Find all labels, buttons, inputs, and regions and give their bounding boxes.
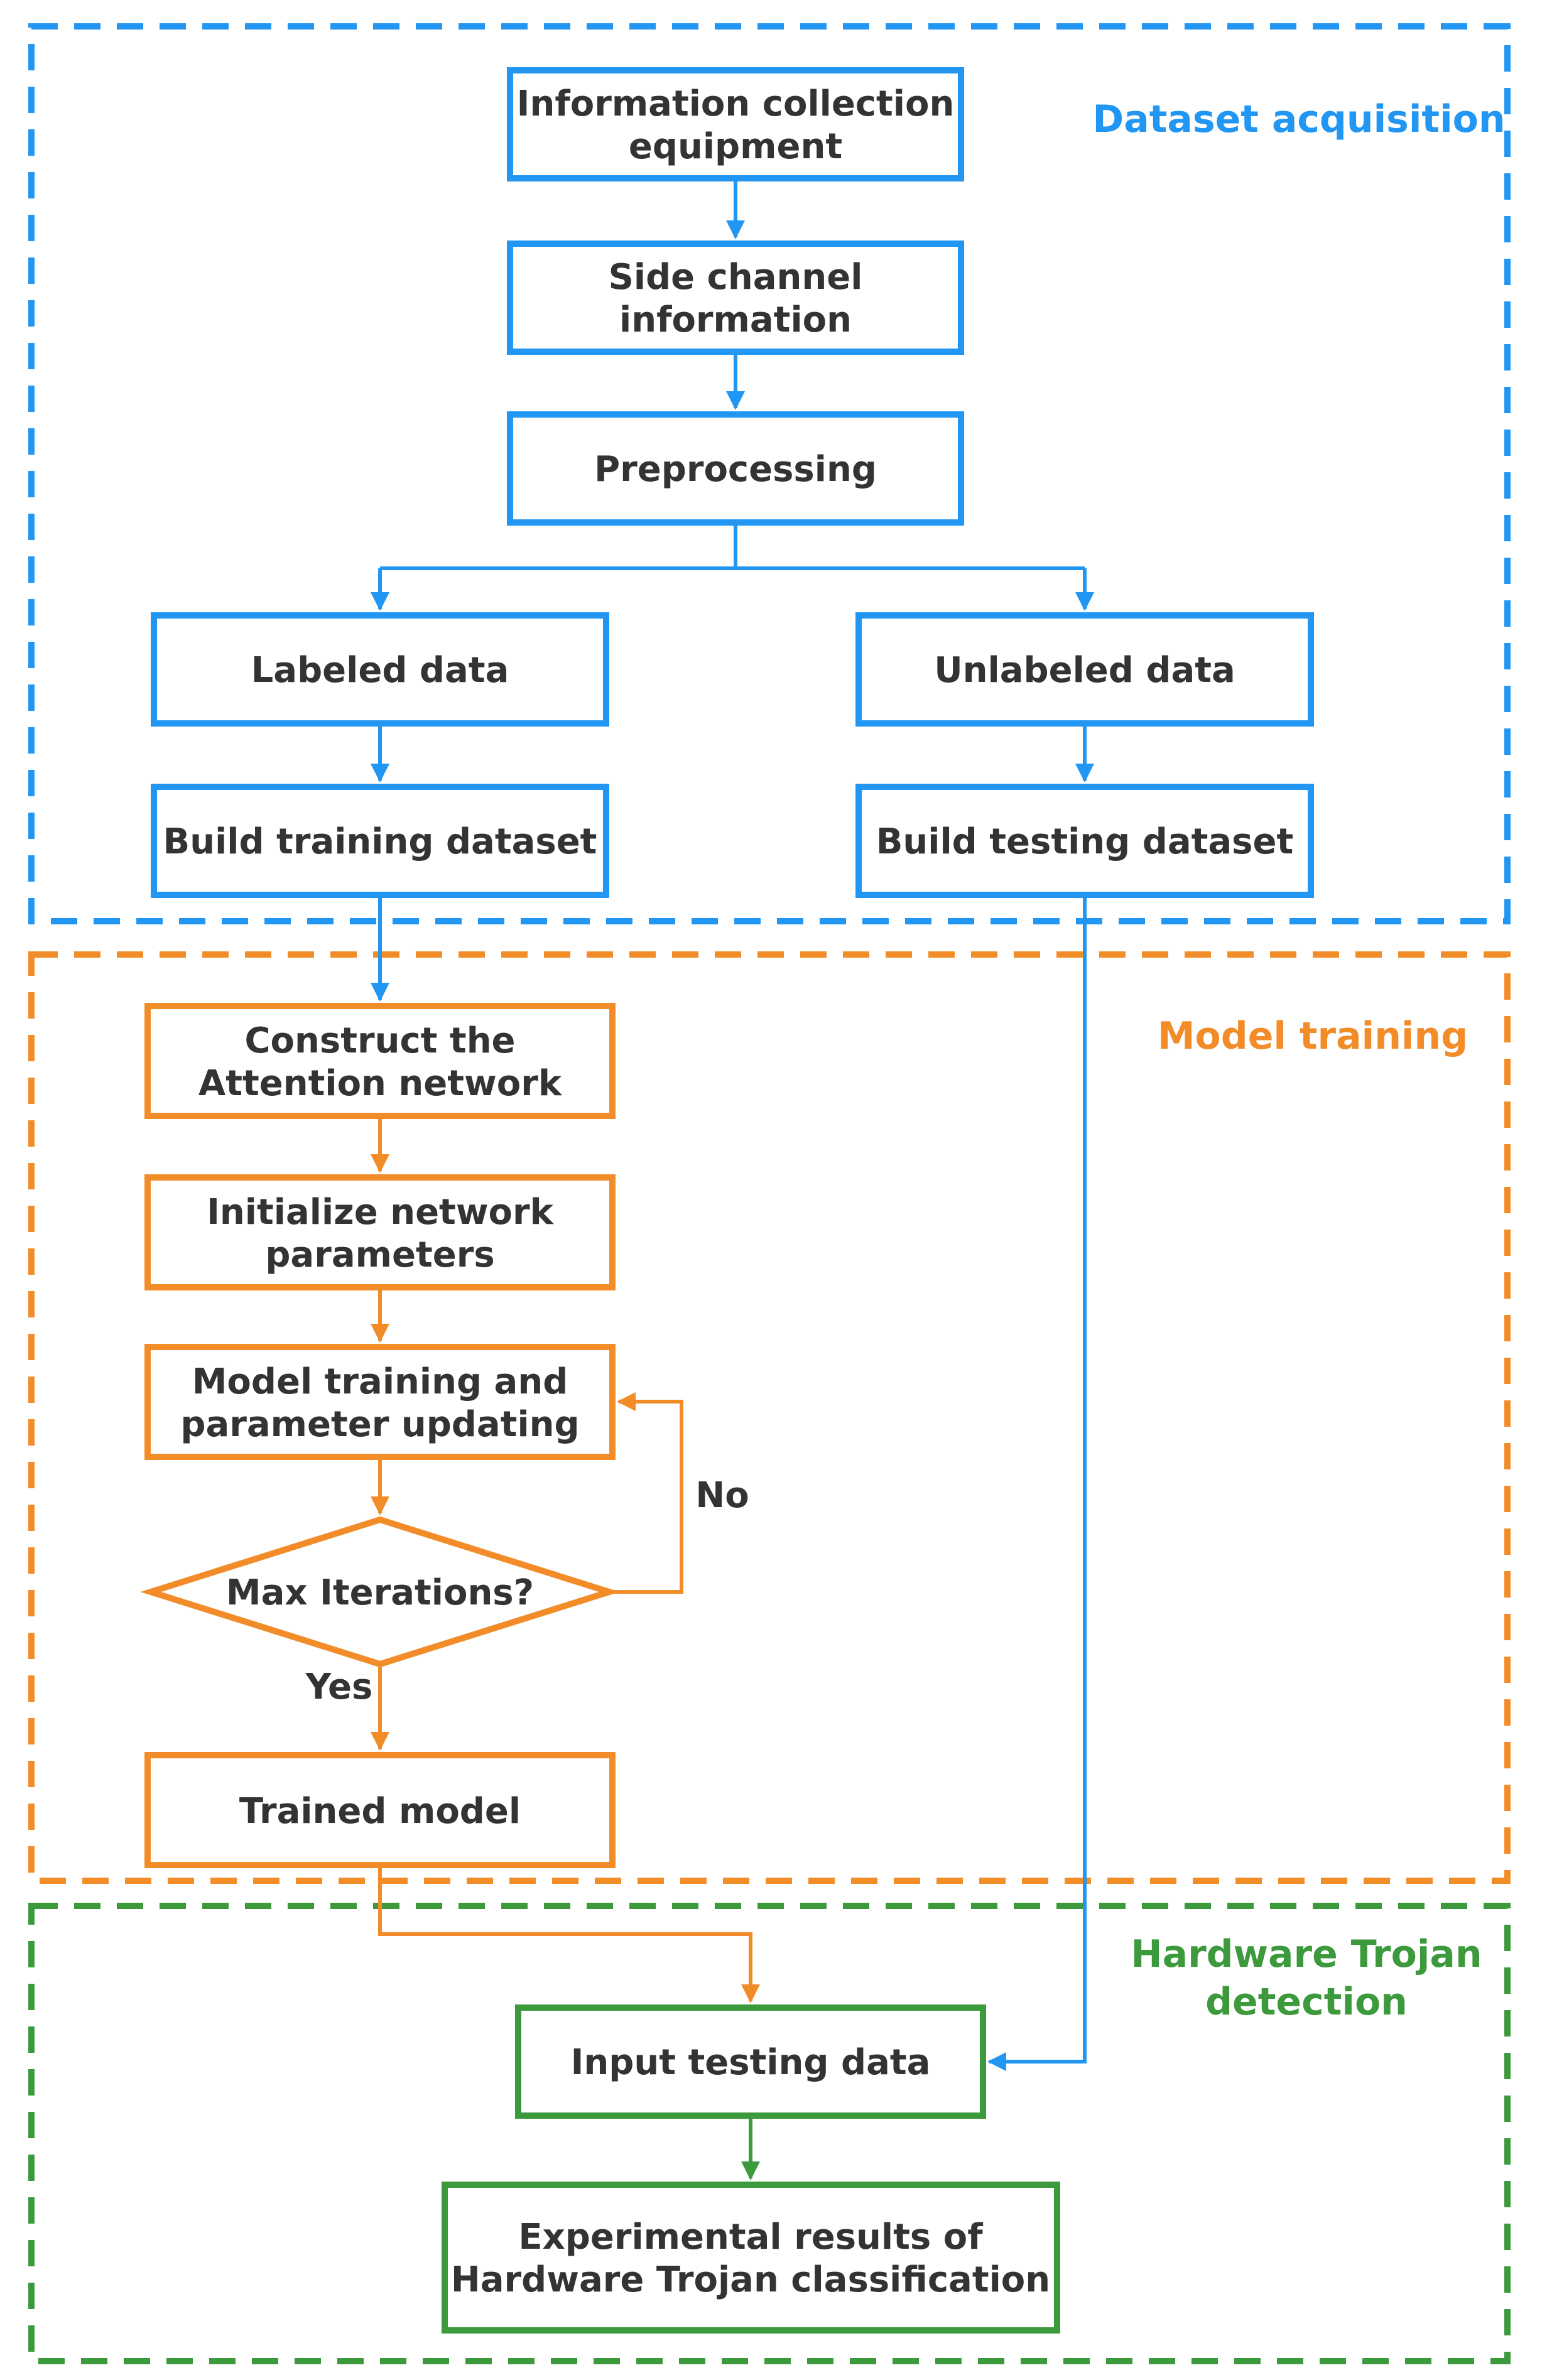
text-line: Input testing data — [571, 2042, 931, 2083]
text-line: Attention network — [198, 1063, 563, 1104]
text-line: Trained model — [239, 1791, 521, 1832]
labeled-data-label: Labeled data — [251, 650, 509, 691]
model-training-update-box — [144, 1344, 616, 1460]
labeled-data-box — [151, 612, 609, 727]
construct-attention-box — [144, 1003, 616, 1119]
text-line: information — [619, 300, 852, 340]
text-line: Labeled data — [251, 650, 509, 691]
text-line: Side channel — [609, 257, 863, 298]
text-line: parameters — [265, 1235, 494, 1275]
text-line: Information collection — [517, 84, 955, 124]
preprocessing-label: Preprocessing — [594, 449, 877, 490]
text-line: Model training and — [192, 1361, 568, 1402]
text-line: equipment — [629, 126, 842, 167]
trained-model-label: Trained model — [239, 1791, 521, 1832]
text-line: Max Iterations? — [226, 1572, 534, 1613]
edge-label-yes: Yes — [305, 1667, 373, 1707]
text-line: Preprocessing — [594, 449, 877, 490]
text-line: Experimental results of — [518, 2217, 983, 2258]
text-line: parameter updating — [180, 1404, 579, 1445]
edge-label-no: No — [695, 1475, 749, 1516]
text-line: Construct the — [244, 1020, 515, 1061]
experimental-results-box — [442, 2182, 1060, 2334]
input-testing-box — [515, 2004, 986, 2119]
arrow-testing-to-input — [987, 898, 1087, 2071]
model-training-frame — [28, 951, 1511, 1884]
section-title-model-training: Model training — [1158, 1014, 1468, 1058]
text-line: Build testing dataset — [876, 821, 1294, 862]
hardware-trojan-detection-frame — [28, 1903, 1511, 2364]
text-line: Hardware Trojan classification — [451, 2259, 1050, 2300]
unlabeled-data-label: Unlabeled data — [934, 650, 1235, 691]
text-line: Build training dataset — [163, 821, 597, 862]
max-iterations-label: Max Iterations? — [226, 1572, 534, 1613]
max-iterations-decision — [140, 1516, 620, 1668]
arrow-trained-to-input — [378, 1868, 760, 2003]
build-testing-box — [855, 784, 1314, 898]
build-testing-label: Build testing dataset — [876, 821, 1294, 862]
input-testing-label: Input testing data — [571, 2042, 931, 2083]
side-channel-box — [507, 241, 964, 355]
text-line: Unlabeled data — [934, 650, 1235, 691]
preprocessing-box — [507, 411, 964, 526]
text-line: detection — [1205, 1980, 1408, 2024]
section-title-dataset-acquisition: Dataset acquisition — [1092, 97, 1505, 141]
text-line: Initialize network — [207, 1192, 555, 1233]
info-collection-box — [507, 67, 964, 181]
arrow-decision-no-loop — [612, 1392, 683, 1594]
initialize-params-box — [144, 1174, 616, 1290]
trained-model-box — [144, 1752, 616, 1868]
unlabeled-data-box — [855, 612, 1314, 727]
text-line: Hardware Trojan — [1131, 1932, 1482, 1976]
build-training-box — [151, 784, 609, 898]
build-training-label: Build training dataset — [163, 821, 597, 862]
dataset-acquisition-frame — [28, 23, 1511, 924]
